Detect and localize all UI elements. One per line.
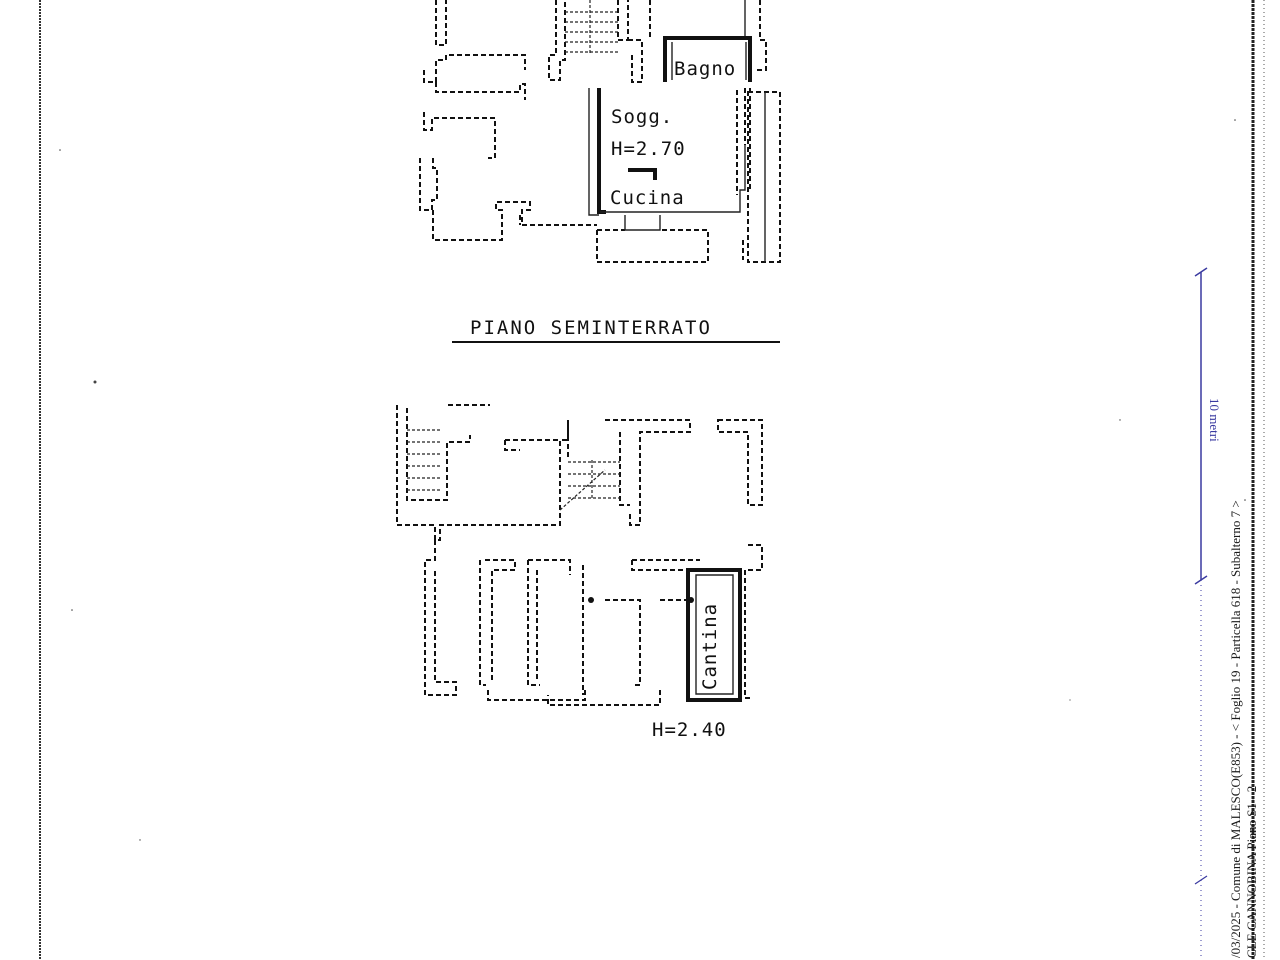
upper-plan: Bagno Sogg. H=2.70 Cucina — [419, 0, 781, 263]
floor-title: PIANO SEMINTERRATO — [452, 317, 780, 343]
lower-stair-center — [559, 460, 620, 511]
floor-title-text: PIANO SEMINTERRATO — [470, 317, 712, 339]
room-label-bagno: Bagno — [674, 58, 736, 80]
scan-noise — [59, 119, 1246, 841]
scale-bar-label: 10 metri — [1207, 398, 1222, 442]
scale-bar: 10 metri — [1194, 267, 1222, 960]
lower-height-label: H=2.40 — [652, 719, 727, 741]
margin-annotation: /03/2025 - Comune di MALESCO(E853) - < F… — [1228, 500, 1259, 958]
upper-stair — [565, 0, 618, 55]
room-label-cucina: Cucina — [610, 187, 685, 209]
lower-stair-left — [407, 429, 440, 491]
margin-text-line1: /03/2025 - Comune di MALESCO(E853) - < F… — [1228, 500, 1243, 958]
page-frame — [39, 0, 1265, 960]
margin-text-line2: CLE CANNOBINA Piano S1 - 2 — [1244, 786, 1259, 958]
upper-height-label: H=2.70 — [611, 138, 686, 160]
room-label-cantina: Cantina — [699, 603, 721, 690]
lower-plan: Cantina H=2.40 — [396, 404, 763, 741]
room-label-sogg: Sogg. — [611, 106, 673, 128]
